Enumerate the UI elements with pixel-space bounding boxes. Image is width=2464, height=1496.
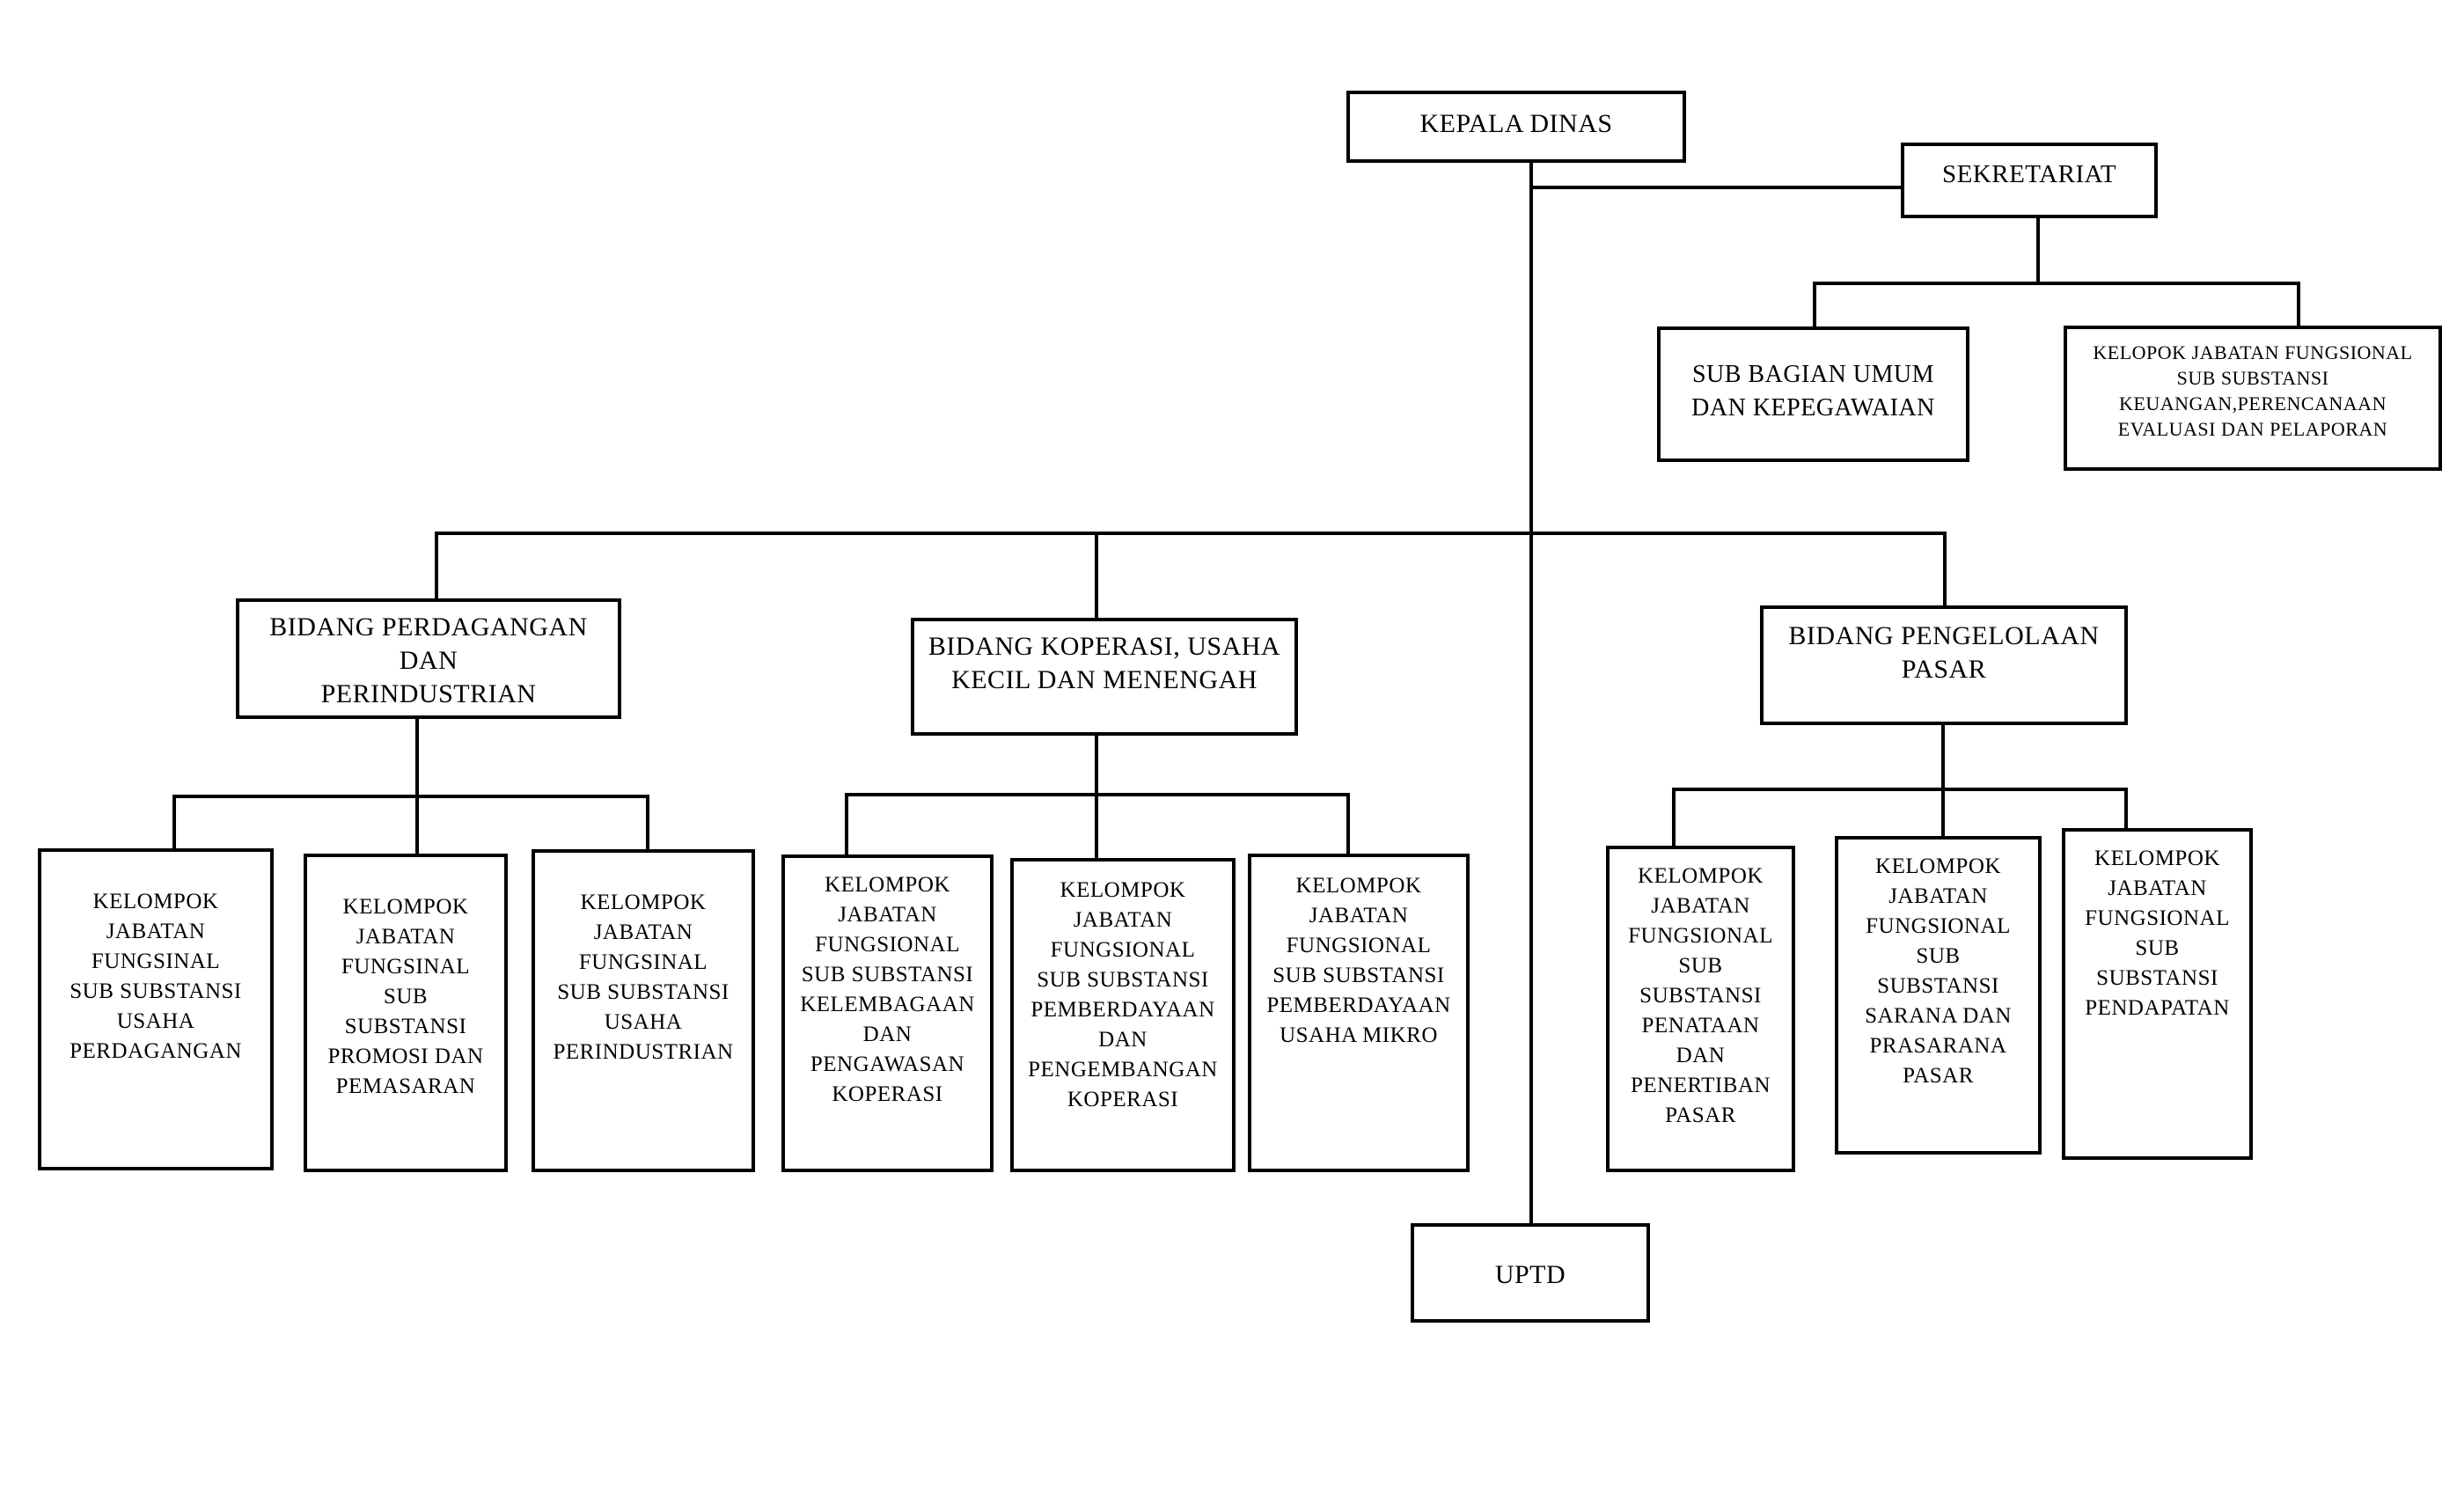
connector-pasar-child1-drop (1672, 788, 1676, 847)
node-kjf-keuangan-perencanaan-label: KELOPOK JABATAN FUNGSIONAL SUB SUBSTANSI… (2093, 341, 2413, 440)
connector-koperasi-down (1095, 736, 1098, 860)
node-bidang-pengelolaan-pasar-label: BIDANG PENGELOLAAN PASAR (1788, 621, 2100, 684)
node-kjf-penataan-penertiban-label: KELOMPOK JABATAN FUNGSIONAL SUB SUBSTANS… (1628, 864, 1773, 1127)
node-sekretariat-label: SEKRETARIAT (1941, 160, 2117, 188)
node-kjf-usaha-perdagangan: KELOMPOK JABATAN FUNGSINAL SUB SUBSTANSI… (38, 848, 274, 1170)
node-kjf-pendapatan: KELOMPOK JABATAN FUNGSIONAL SUB SUBSTANS… (2062, 828, 2253, 1160)
node-kjf-usaha-perdagangan-label: KELOMPOK JABATAN FUNGSINAL SUB SUBSTANSI… (70, 890, 242, 1063)
node-sub-bagian-umum-label: SUB BAGIAN UMUM DAN KEPEGAWAIAN (1691, 361, 1935, 422)
connector-perdagangan-child3-drop (646, 795, 649, 851)
node-kjf-sarana-prasarana-label: KELOMPOK JABATAN FUNGSIONAL SUB SUBSTANS… (1865, 854, 2012, 1088)
connector-perdagangan-bar (172, 795, 649, 798)
connector-keuangan-drop (2297, 282, 2300, 327)
node-kjf-kelembagaan-pengawasan-label: KELOMPOK JABATAN FUNGSIONAL SUB SUBSTANS… (800, 873, 975, 1106)
node-kjf-keuangan-perencanaan: KELOPOK JABATAN FUNGSIONAL SUB SUBSTANSI… (2064, 326, 2442, 471)
connector-koperasi-child1-drop (845, 793, 848, 856)
connector-pasar-bar (1672, 788, 2128, 791)
node-kjf-usaha-perindustrian: KELOMPOK JABATAN FUNGSINAL SUB SUBSTANSI… (532, 849, 755, 1172)
connector-pasar-down (1941, 725, 1945, 838)
node-kjf-usaha-perindustrian-label: KELOMPOK JABATAN FUNGSINAL SUB SUBSTANSI… (553, 891, 734, 1064)
node-sub-bagian-umum: SUB BAGIAN UMUM DAN KEPEGAWAIAN (1657, 326, 1969, 462)
node-kjf-sarana-prasarana: KELOMPOK JABATAN FUNGSIONAL SUB SUBSTANS… (1835, 836, 2042, 1155)
node-kjf-pendapatan-label: KELOMPOK JABATAN FUNGSIONAL SUB SUBSTANS… (2085, 847, 2230, 1020)
connector-subbagian-drop (1813, 282, 1816, 328)
node-uptd: UPTD (1411, 1223, 1650, 1323)
connector-koperasi-child3-drop (1346, 793, 1350, 855)
connector-perdagangan-down (415, 719, 419, 855)
connector-perdagangan-drop (435, 532, 438, 600)
connector-perdagangan-child1-drop (172, 795, 176, 850)
connector-bidang-bar (436, 532, 1947, 535)
node-sekretariat: SEKRETARIAT (1901, 143, 2158, 218)
node-bidang-perdagangan: BIDANG PERDAGANGAN DAN PERINDUSTRIAN (236, 598, 621, 719)
node-bidang-koperasi-label: BIDANG KOPERASI, USAHA KECIL DAN MENENGA… (928, 632, 1281, 694)
node-kjf-promosi-pemasaran-label: KELOMPOK JABATAN FUNGSINAL SUB SUBSTANSI… (327, 895, 484, 1098)
node-bidang-pengelolaan-pasar: BIDANG PENGELOLAAN PASAR (1760, 605, 2128, 725)
node-bidang-koperasi: BIDANG KOPERASI, USAHA KECIL DAN MENENGA… (911, 618, 1298, 736)
connector-sekretariat-down (2036, 218, 2040, 285)
connector-sekretariat-bar (1813, 282, 2300, 285)
node-kepala-dinas-label: KEPALA DINAS (1419, 109, 1613, 138)
connector-koperasi-drop (1095, 532, 1098, 620)
node-kjf-promosi-pemasaran: KELOMPOK JABATAN FUNGSINAL SUB SUBSTANSI… (304, 854, 508, 1172)
node-kjf-pemberdayaan-usaha-mikro: KELOMPOK JABATAN FUNGSIONAL SUB SUBSTANS… (1248, 854, 1470, 1172)
connector-pasar-child3-drop (2124, 788, 2128, 830)
node-kepala-dinas: KEPALA DINAS (1346, 91, 1686, 163)
connector-sekretariat-branch (1529, 186, 1903, 189)
node-kjf-pemberdayaan-pengembangan: KELOMPOK JABATAN FUNGSIONAL SUB SUBSTANS… (1010, 858, 1236, 1172)
connector-koperasi-bar (845, 793, 1350, 796)
node-uptd-label: UPTD (1494, 1260, 1566, 1289)
connector-pasar-drop (1943, 532, 1947, 607)
node-kjf-pemberdayaan-pengembangan-label: KELOMPOK JABATAN FUNGSIONAL SUB SUBSTANS… (1028, 878, 1218, 1111)
node-kjf-penataan-penertiban: KELOMPOK JABATAN FUNGSIONAL SUB SUBSTANS… (1606, 846, 1795, 1172)
connector-trunk (1529, 163, 1533, 1223)
node-kjf-pemberdayaan-usaha-mikro-label: KELOMPOK JABATAN FUNGSIONAL SUB SUBSTANS… (1266, 874, 1451, 1047)
node-kjf-kelembagaan-pengawasan: KELOMPOK JABATAN FUNGSIONAL SUB SUBSTANS… (781, 854, 994, 1172)
node-bidang-perdagangan-label: BIDANG PERDAGANGAN DAN PERINDUSTRIAN (269, 612, 588, 708)
